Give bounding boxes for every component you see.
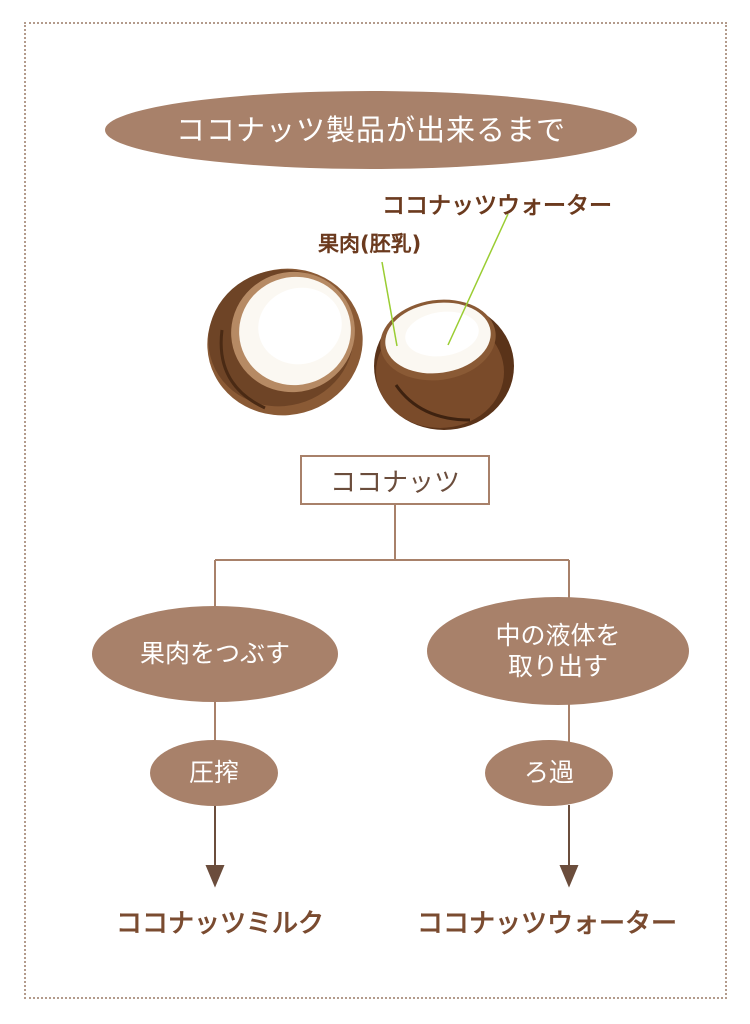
step-press-label: 圧搾 — [188, 758, 239, 788]
step-extract-label: 中の液体を 取り出す — [495, 620, 620, 683]
root-node-coconut: ココナッツ — [300, 455, 490, 505]
diagram-frame — [24, 22, 727, 999]
arrows — [205, 805, 579, 888]
step-filter-label: ろ過 — [523, 758, 574, 788]
step-extract-liquid: 中の液体を 取り出す — [427, 597, 689, 705]
root-node-label: ココナッツ — [329, 467, 460, 498]
flesh-callout-line — [381, 261, 398, 347]
step-crush-flesh: 果肉をつぶす — [92, 606, 338, 702]
connector-lines — [214, 505, 570, 742]
result-coconut-milk: ココナッツミルク — [116, 909, 325, 939]
step-filter: ろ過 — [485, 740, 613, 806]
callout-coconut-water: ココナッツウォーター — [382, 193, 612, 219]
diagram-title: ココナッツ製品が出来るまで — [105, 91, 637, 169]
arrow-down-icon — [559, 865, 579, 888]
step-crush-label: 果肉をつぶす — [139, 639, 290, 669]
step-extract-line2: 取り出す — [507, 652, 608, 681]
callout-lines — [381, 213, 509, 347]
diagram-title-text: ココナッツ製品が出来るまで — [175, 112, 566, 147]
arrow-down-icon — [205, 865, 225, 888]
coconut-cup-icon — [374, 299, 514, 430]
callout-coconut-flesh: 果肉(胚乳) — [318, 232, 422, 256]
step-press: 圧搾 — [150, 740, 278, 806]
step-extract-line1: 中の液体を — [495, 620, 621, 650]
coconut-half-icon — [207, 268, 363, 416]
water-callout-line — [447, 213, 509, 346]
result-coconut-water: ココナッツウォーター — [417, 909, 678, 939]
